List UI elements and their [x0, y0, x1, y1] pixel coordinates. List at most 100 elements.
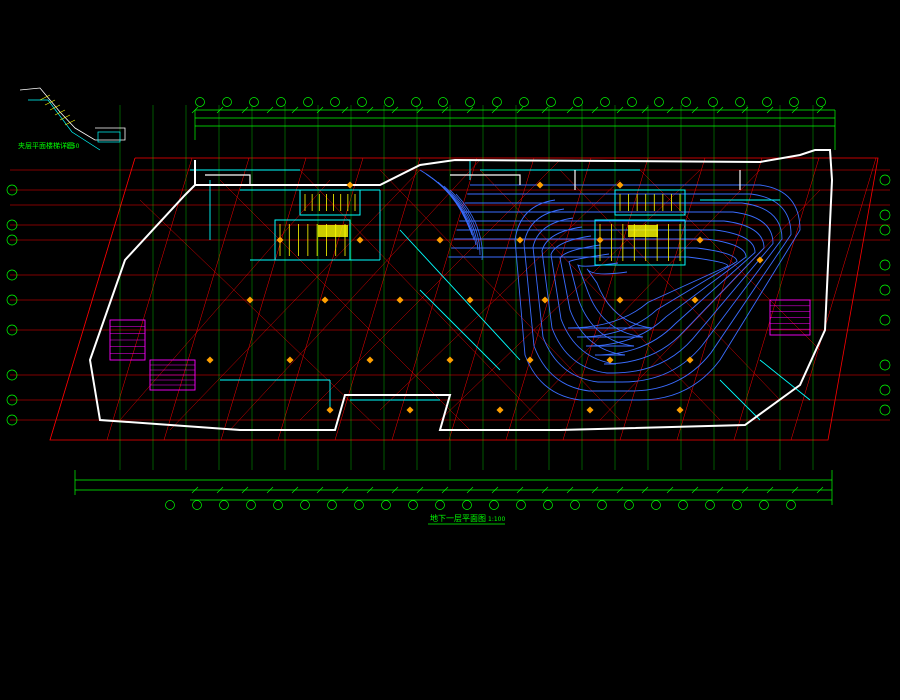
structural-column [246, 296, 254, 304]
dimension-tick [566, 486, 574, 494]
ramp-entry [455, 193, 483, 261]
axis-bubble-top [654, 97, 664, 107]
axis-bubble-top [438, 97, 448, 107]
axis-bubble-bottom [516, 500, 526, 510]
dimension-tick [716, 106, 724, 114]
structural-column [616, 296, 624, 304]
ramp-entry [449, 189, 481, 256]
structural-column [756, 256, 764, 264]
structural-column [686, 356, 694, 364]
dimension-tick [741, 486, 749, 494]
ramp-loop [470, 184, 801, 401]
structural-column [286, 356, 294, 364]
dimension-tick [666, 106, 674, 114]
axis-bubbles [6, 97, 891, 510]
structural-column [321, 296, 329, 304]
dimension-tick [666, 486, 674, 494]
slanted-axis-line [790, 157, 877, 441]
dimension-tick [516, 106, 524, 114]
dimension-tick [591, 486, 599, 494]
slanted-axis-line [277, 157, 364, 441]
dimension-tick [741, 106, 749, 114]
dimension-tick [391, 106, 399, 114]
structural-column [366, 356, 374, 364]
axis-bubble-bottom [489, 500, 499, 510]
structural-column [356, 236, 364, 244]
dimension-tick [341, 486, 349, 494]
dimension-tick [391, 486, 399, 494]
diagonal-axis-line [639, 169, 821, 351]
axis-bubble-top [708, 97, 718, 107]
partition-wall [399, 229, 521, 361]
structural-column [326, 406, 334, 414]
axis-bubble-top [681, 97, 691, 107]
inner-wall [450, 174, 521, 185]
dimension-tick [591, 106, 599, 114]
axis-bubble-bottom [327, 500, 337, 510]
slanted-axis-line [163, 157, 250, 441]
diagonal-axis-line [299, 169, 541, 421]
structural-column [446, 356, 454, 364]
axis-bubble-right [879, 259, 891, 271]
axis-bubble-left [6, 269, 18, 281]
inner-wall [205, 174, 251, 185]
dimension-tick [416, 106, 424, 114]
axis-bubble-bottom [165, 500, 175, 510]
partition-wall [719, 379, 761, 421]
stair-detail-inset [19, 87, 126, 151]
structural-column [541, 296, 549, 304]
diagonal-axis-line [219, 179, 471, 431]
partition-wall [759, 359, 811, 401]
axis-bubble-top [762, 97, 772, 107]
inset-tread [54, 109, 66, 116]
structural-column [516, 236, 524, 244]
dimension-tick [716, 486, 724, 494]
dimension-tick [191, 486, 199, 494]
parking-ramp [419, 169, 801, 401]
elevator-fill [628, 225, 658, 237]
inset-tread [44, 99, 56, 106]
dimension-tick [516, 486, 524, 494]
dimension-lines [74, 106, 836, 505]
axis-bubble-top [546, 97, 556, 107]
axis-bubble-top [330, 97, 340, 107]
dimension-tick [641, 106, 649, 114]
axis-bubble-bottom [435, 500, 445, 510]
axis-bubble-bottom [678, 500, 688, 510]
diagonal-axis-line [559, 169, 781, 401]
structural-column [586, 406, 594, 414]
dimension-tick [691, 486, 699, 494]
dimension-tick [766, 486, 774, 494]
axis-bubble-top [573, 97, 583, 107]
axis-bubble-bottom [597, 500, 607, 510]
axis-bubble-top [816, 97, 826, 107]
slanted-axis-line [334, 157, 421, 441]
slanted-axis-line [562, 157, 649, 441]
dimension-tick [216, 106, 224, 114]
dimension-tick [266, 106, 274, 114]
dimension-tick [616, 486, 624, 494]
dimension-tick [266, 486, 274, 494]
axis-bubble-bottom [354, 500, 364, 510]
diagonal-axis-line [229, 159, 481, 431]
axis-bubble-bottom [300, 500, 310, 510]
diagonal-axis-line [599, 189, 821, 421]
elevator-fill [318, 225, 348, 237]
slanted-axis-line [676, 157, 763, 441]
axis-bubble-right [879, 284, 891, 296]
inset-stair [28, 99, 101, 151]
stair-elevator-cores [109, 160, 811, 421]
inset-landing [97, 131, 121, 143]
axis-bubble-left [6, 234, 18, 246]
dimension-tick [241, 106, 249, 114]
axis-bubble-bottom [543, 500, 553, 510]
outer-wall [88, 149, 834, 431]
structural-column [346, 181, 354, 189]
axis-bubble-top [789, 97, 799, 107]
axis-bubble-bottom [732, 500, 742, 510]
dimension-tick [441, 486, 449, 494]
ramp-loop [459, 220, 765, 365]
axis-bubble-left [6, 184, 18, 196]
ramp-loop [448, 256, 729, 329]
axis-bubble-left [6, 394, 18, 406]
